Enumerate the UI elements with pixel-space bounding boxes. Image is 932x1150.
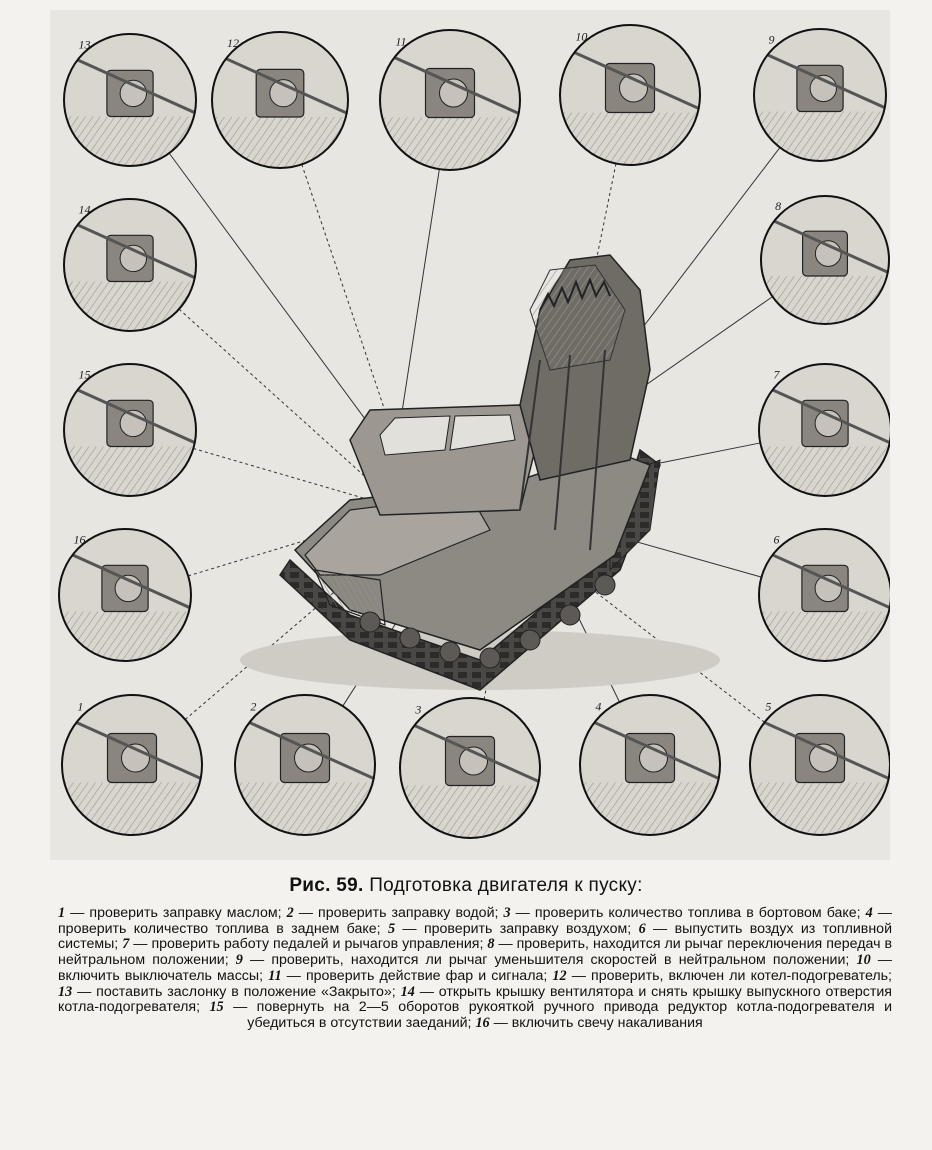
inset-circle: 7 [758, 363, 890, 497]
legend-item-number: 7 [122, 936, 130, 953]
leader-line [193, 448, 371, 501]
inset-circle: 8 [760, 195, 890, 325]
legend-item: 16 — включить свечу накаливания [475, 1015, 702, 1031]
callout-number: 6 [774, 533, 780, 547]
legend-item-number: 3 [503, 905, 511, 921]
legend-item: 15 — повернуть на 2—5 оборотов рукояткой… [209, 999, 892, 1031]
figure-label: Рис. 59. [289, 875, 364, 896]
legend-item: 10 — включить выключатель массы; [58, 952, 892, 984]
inset-circle: 11 [379, 29, 521, 171]
legend-item: 9 — проверить, находится ли рычаг уменьш… [236, 952, 857, 968]
legend-item-text: — проверить, находится ли рычаг уменьшит… [242, 952, 857, 969]
callout-number: 9 [769, 33, 775, 47]
legend-item-number: 2 [286, 905, 294, 921]
caption-legend: 1 — проверить заправку маслом; 2 — прове… [58, 905, 892, 1032]
legend-item-number: 5 [387, 920, 396, 937]
inset-circle: 2 [234, 694, 376, 836]
legend-item-text: — выпустить воздух из топливной системы; [58, 920, 892, 953]
callout-number: 16 [74, 533, 86, 547]
legend-item-text: — повернуть на 2—5 оборотов рукояткой ру… [223, 999, 892, 1031]
callout-number: 8 [775, 199, 781, 213]
callout-number: 13 [79, 38, 91, 52]
legend-item-text: — проверить количество топлива в бортово… [510, 905, 866, 921]
legend-item-number: 10 [856, 952, 871, 969]
callout-number: 4 [595, 699, 601, 713]
inset-circle: 12 [211, 31, 349, 169]
inset-circle: 5 [749, 694, 890, 836]
legend-item-number: 8 [487, 936, 495, 953]
inset-circle: 6 [758, 528, 890, 662]
legend-item-number: 16 [475, 1014, 490, 1031]
legend-item-number: 1 [58, 905, 66, 921]
inset-circle: 13 [63, 33, 197, 167]
legend-item: 2 — проверить заправку водой; [287, 905, 504, 921]
leader-line [178, 308, 381, 491]
legend-item-number: 9 [235, 952, 243, 969]
legend-item-number: 11 [268, 967, 282, 984]
legend-item-text: — поставить заслонку в положение «Закрыт… [72, 983, 401, 1000]
legend-item-number: 4 [865, 905, 873, 921]
legend-item-number: 13 [58, 983, 73, 1000]
legend-item: 7 — проверить работу педалей и рычагов у… [122, 936, 488, 953]
legend-item-text: — включить выключатель массы; [58, 952, 892, 984]
inset-circle: 15 [63, 363, 197, 497]
legend-item-text: — проверить, находится ли рычаг переключ… [58, 936, 892, 969]
legend-item-number: 12 [552, 967, 567, 984]
legend-item: 11 — проверить действие фар и сигнала; [268, 968, 552, 984]
legend-item-text: — включить свечу накаливания [489, 1014, 703, 1031]
legend-item-text: — проверить заправку маслом; [65, 905, 287, 921]
callout-number: 1 [77, 699, 83, 713]
legend-item-number: 15 [209, 999, 224, 1016]
callout-number: 5 [765, 699, 771, 713]
legend-item: 1 — проверить заправку маслом; [58, 905, 287, 921]
legend-item: 8 — проверить, находится ли рычаг перекл… [58, 936, 892, 968]
legend-item-text: — проверить заправку водой; [293, 905, 504, 921]
legend-item-text: — проверить работу педалей и рычагов упр… [129, 936, 488, 953]
callout-number: 12 [227, 36, 239, 50]
legend-item: 4 — проверить количество топлива в задне… [58, 905, 892, 937]
inset-circle: 16 [58, 528, 192, 662]
tractor-illustration [240, 254, 720, 691]
legend-item-text: — проверить количество топлива в заднем … [58, 905, 892, 937]
inset-circle: 14 [63, 198, 197, 332]
callout-number: 15 [79, 368, 91, 382]
legend-item: 14 — открыть крышку вентилятора и снять … [58, 984, 892, 1016]
legend-item-text: — проверить, включен ли котел-подогреват… [566, 967, 892, 984]
inset-circle: 10 [559, 24, 701, 166]
legend-item-text: — проверить заправку воздухом; [395, 920, 639, 937]
callout-number: 7 [774, 368, 781, 382]
callout-number: 11 [395, 34, 406, 48]
inset-circle: 3 [399, 697, 541, 839]
callout-number: 10 [575, 29, 587, 43]
callout-number: 14 [79, 203, 91, 217]
legend-item: 3 — проверить количество топлива в борто… [504, 905, 866, 921]
legend-item: 12 — проверить, включен ли котел-подогре… [552, 968, 892, 984]
legend-item-number: 14 [400, 983, 415, 1000]
figure-title: Подготовка двигателя к пуску: [369, 875, 643, 896]
leader-line [649, 442, 761, 466]
legend-item: 13 — поставить заслонку в положение «Зак… [58, 984, 401, 1000]
caption-title: Рис. 59. Подготовка двигателя к пуску: [0, 875, 932, 897]
legend-item-number: 6 [638, 920, 646, 937]
inset-circle: 4 [579, 694, 721, 836]
legend-item: 6 — выпустить воздух из топливной систем… [58, 921, 892, 953]
leader-line [629, 539, 762, 578]
legend-item-text: — проверить действие фар и сигнала; [281, 967, 553, 984]
inset-circle: 1 [61, 694, 203, 836]
legend-item: 5 — проверить заправку воздухом; [388, 921, 639, 937]
callout-number: 3 [414, 702, 421, 716]
legend-item-text: — открыть крышку вентилятора и снять кры… [58, 983, 892, 1016]
callout-number: 2 [250, 699, 256, 713]
